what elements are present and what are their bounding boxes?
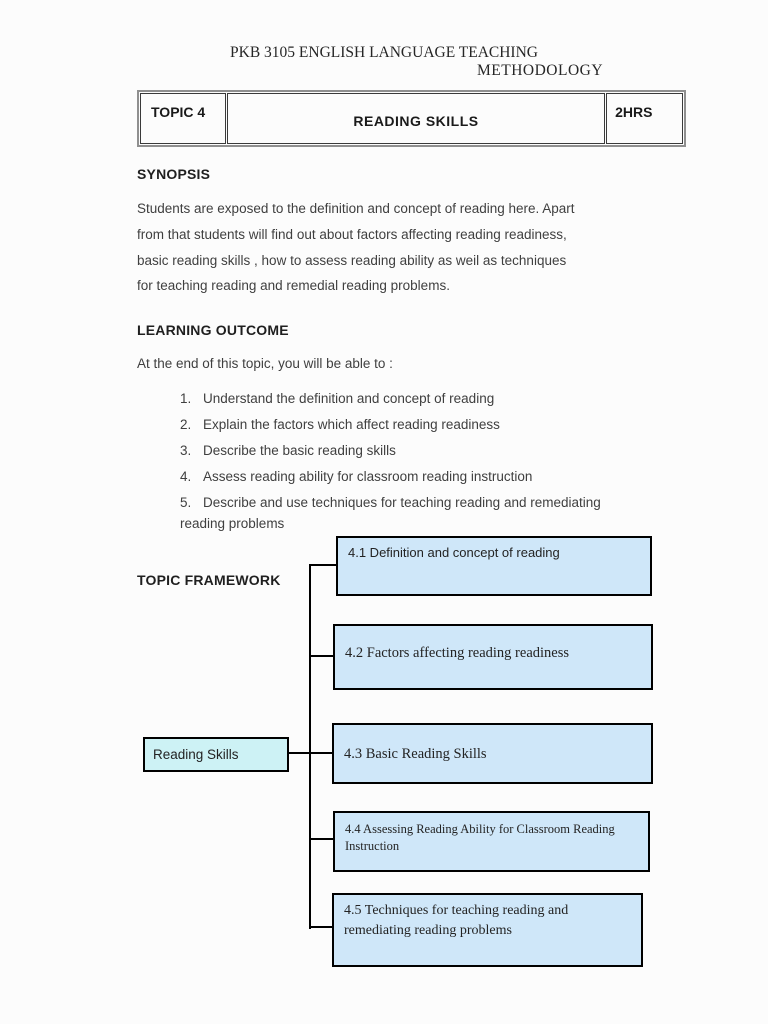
synopsis-line: from that students will find out about f…	[137, 226, 567, 242]
framework-node-4-5: 4.5 Techniques for teaching reading and …	[332, 893, 643, 967]
framework-root-box: Reading Skills	[143, 737, 289, 772]
synopsis-line: for teaching reading and remedial readin…	[137, 278, 450, 294]
synopsis-paragraph: Students are exposed to the definition a…	[137, 196, 697, 299]
topic-duration-cell: 2HRS	[606, 93, 683, 144]
list-item-text: Understand the definition and concept of…	[203, 391, 495, 406]
topic-number-cell: TOPIC 4	[140, 93, 226, 144]
connector-stub-node2	[311, 655, 333, 657]
framework-node-4-1: 4.1 Definition and concept of reading	[336, 536, 652, 596]
framework-node-label: 4.2 Factors affecting reading readiness	[345, 645, 569, 661]
framework-node-label-line2: remediating reading problems	[344, 922, 512, 938]
connector-stub-node5	[311, 926, 332, 928]
topic-framework-heading: TOPIC FRAMEWORK	[137, 572, 281, 588]
framework-root-label: Reading Skills	[153, 747, 239, 762]
learning-outcome-heading: LEARNING OUTCOME	[137, 322, 289, 338]
list-item: 2. Explain the factors which affect read…	[180, 412, 700, 438]
list-item-text: Describe the basic reading skills	[203, 443, 396, 458]
synopsis-line: Students are exposed to the definition a…	[137, 201, 575, 216]
list-item: 5. Describe and use techniques for teach…	[180, 490, 700, 516]
learning-outcome-list: 1. Understand the definition and concept…	[180, 386, 700, 531]
list-item: 3. Describe the basic reading skills	[180, 438, 700, 464]
framework-node-label-line1: 4.5 Techniques for teaching reading and	[344, 903, 569, 918]
topic-title-cell: READING SKILLS	[226, 93, 606, 144]
connector-root-to-node3	[289, 752, 332, 754]
list-item-text: Explain the factors which affect reading…	[203, 417, 500, 432]
list-item-text: Describe and use techniques for teaching…	[203, 495, 601, 510]
framework-node-label-line2: Instruction	[345, 838, 400, 853]
list-item-number: 4.	[180, 469, 192, 484]
list-item-number: 1.	[180, 391, 192, 406]
topic-header-table: TOPIC 4 READING SKILLS 2HRS	[137, 90, 686, 147]
list-item-text: Assess reading ability for classroom rea…	[203, 469, 533, 484]
framework-node-4-3: 4.3 Basic Reading Skills	[332, 723, 653, 784]
list-item: 1. Understand the definition and concept…	[180, 386, 700, 412]
list-item: 4. Assess reading ability for classroom …	[180, 464, 700, 490]
list-item-number: 5.	[180, 495, 192, 510]
synopsis-line: basic reading skills , how to assess rea…	[137, 252, 567, 268]
list-item-number: 3.	[180, 443, 192, 458]
connector-stub-node4	[311, 838, 333, 840]
synopsis-heading: SYNOPSIS	[137, 166, 211, 182]
course-title-line2: METHODOLOGY	[477, 62, 604, 79]
list-item-number: 2.	[180, 417, 192, 432]
connector-trunk-line	[309, 564, 311, 929]
framework-node-4-4: 4.4 Assessing Reading Ability for Classr…	[333, 811, 650, 872]
framework-node-label-line1: 4.4 Assessing Reading Ability for Classr…	[345, 822, 615, 836]
framework-node-4-2: 4.2 Factors affecting reading readiness	[333, 624, 653, 690]
list-item-continuation: reading problems	[180, 516, 285, 531]
connector-stub-node1	[311, 564, 336, 566]
course-title-line1: PKB 3105 ENGLISH LANGUAGE TEACHING	[230, 44, 538, 61]
framework-node-label: 4.3 Basic Reading Skills	[344, 746, 487, 762]
framework-node-label: 4.1 Definition and concept of reading	[348, 545, 560, 560]
learning-outcome-intro: At the end of this topic, you will be ab…	[137, 356, 393, 371]
